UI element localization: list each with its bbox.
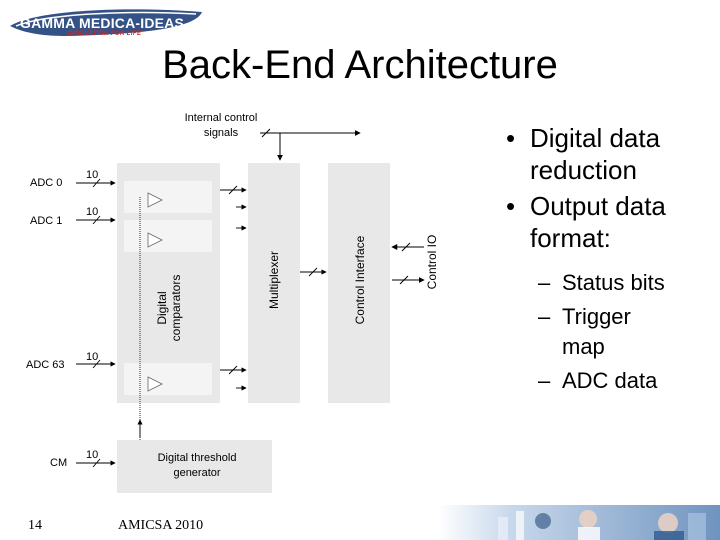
- sub-bullet-line: map: [562, 334, 605, 359]
- logo-tagline: INNOVATION FOR LIFE: [68, 31, 142, 37]
- company-logo: GAMMA MEDICA-IDEAS INNOVATION FOR LIFE: [6, 4, 206, 40]
- bullet-list: • Digital data reduction • Output data f…: [506, 122, 720, 396]
- comp-mux-slash-0: [228, 185, 238, 195]
- threshold-generator-block: [117, 440, 272, 493]
- page-number: 14: [28, 518, 42, 533]
- sub-bullet-line: Status bits: [562, 270, 665, 295]
- dash-icon: –: [538, 304, 551, 329]
- comparator-cell-1: [124, 220, 212, 252]
- control-interface-label: Control Interface: [353, 235, 367, 324]
- adc0-slash: [92, 178, 101, 188]
- adc63-slash: [92, 359, 101, 369]
- bullet-dot-icon: •: [506, 191, 516, 221]
- bullet-dot-icon: •: [506, 123, 516, 153]
- comparators-label: Digital: [155, 291, 169, 324]
- comparators-label-line2: comparators: [169, 275, 183, 342]
- cm-slash: [92, 458, 101, 468]
- adc1-width: 10: [86, 206, 98, 218]
- multiplexer-block: [248, 163, 300, 403]
- threshold-label: Digital threshold: [158, 452, 237, 464]
- multiplexer-label: Multiplexer: [267, 251, 281, 309]
- sub-bullet-line: Trigger: [562, 304, 631, 329]
- internal-control-label: Internal control: [185, 112, 258, 124]
- bullet-line: Digital data: [530, 123, 661, 153]
- dash-icon: –: [538, 368, 551, 393]
- logo-name: GAMMA MEDICA-IDEAS: [20, 15, 185, 31]
- control-io-label: Control IO: [425, 235, 439, 290]
- bus-slash: [261, 128, 271, 138]
- bullet-item: • Output data format:: [506, 190, 720, 254]
- logo-swoosh-icon: [10, 9, 202, 36]
- adc63-label: ADC 63: [26, 359, 65, 371]
- mux-ci-slash: [308, 267, 318, 277]
- sub-bullet-item: – ADC data: [506, 366, 720, 396]
- cm-width: 10: [86, 449, 98, 461]
- threshold-label-line2: generator: [173, 467, 220, 479]
- dash-icon: –: [538, 270, 551, 295]
- internal-control-label-line2: signals: [204, 127, 239, 139]
- internal-control-arrow: [260, 132, 283, 161]
- bullet-line: reduction: [530, 155, 637, 185]
- comparator-triangle-1: [147, 232, 163, 248]
- sub-bullet-line: ADC data: [562, 368, 658, 393]
- lab-photo-strip: [438, 505, 720, 540]
- bullet-item: • Digital data reduction: [506, 122, 720, 186]
- sub-bullet-item: – Status bits: [506, 268, 720, 298]
- comparator-cell-2: [124, 363, 212, 395]
- comparator-cell-0: [124, 181, 212, 213]
- control-io-slash-out: [399, 275, 409, 285]
- control-interface-block: [328, 163, 390, 403]
- comparator-triangle-0: [147, 192, 163, 208]
- adc0-width: 10: [86, 169, 98, 181]
- footer-text: AMICSA 2010: [118, 518, 204, 533]
- sub-bullet-list: – Status bits – Trigger map – ADC data: [506, 268, 720, 396]
- adc0-label: ADC 0: [30, 177, 62, 189]
- comp-mux-slash-3: [228, 365, 238, 375]
- bullet-line: Output data: [530, 191, 666, 221]
- adc1-label: ADC 1: [30, 215, 62, 227]
- slide-title: Back-End Architecture: [162, 43, 558, 87]
- cm-label: CM: [50, 457, 67, 469]
- sub-bullet-item: – Trigger map: [506, 302, 720, 362]
- bullet-line: format:: [530, 223, 611, 253]
- control-io-slash-in: [401, 242, 411, 252]
- comparator-triangle-2: [147, 376, 163, 392]
- adc1-slash: [92, 215, 101, 225]
- adc63-width: 10: [86, 351, 98, 363]
